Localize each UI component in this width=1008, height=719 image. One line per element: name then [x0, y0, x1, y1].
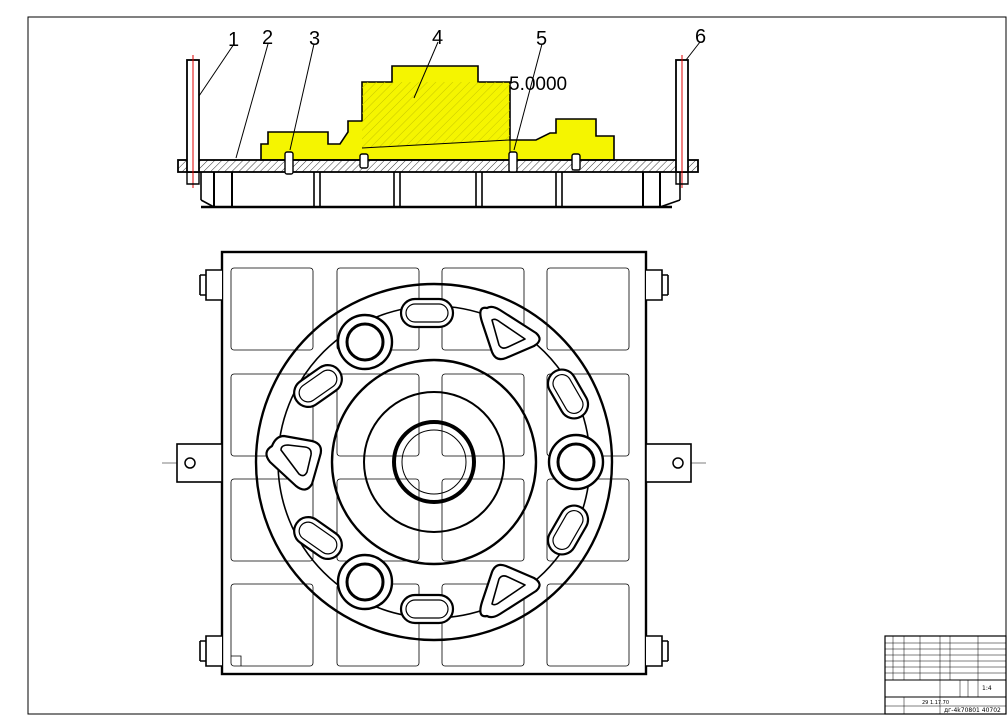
- date-value: 29 1.17.70: [922, 700, 949, 706]
- callout-3: 3: [309, 28, 320, 50]
- callout-6: 6: [695, 26, 706, 48]
- guide-posts: [186, 55, 689, 188]
- round-bosses: [336, 313, 605, 611]
- title-block: 1:4 29 1.17.70 дг-4k70801 40702: [884, 635, 1007, 715]
- section-view: 1 2 3 4 5 6 5.0000: [177, 26, 706, 209]
- base-plate: [177, 159, 699, 173]
- drawing-border: [27, 16, 1007, 715]
- dimension-label: 5.0000: [509, 74, 567, 95]
- callout-5: 5: [536, 28, 547, 50]
- callout-2: 2: [262, 27, 273, 49]
- ring-slots: [293, 297, 590, 625]
- scale-value: 1:4: [982, 685, 992, 692]
- base-frame: [200, 172, 681, 209]
- leader-lines: [198, 41, 701, 159]
- callout-1: 1: [228, 29, 239, 51]
- lug-hole-right: [672, 457, 684, 469]
- locating-pins: [284, 151, 581, 175]
- plan-view: [162, 250, 706, 676]
- callout-4: 4: [432, 27, 443, 49]
- casting-part: [260, 65, 615, 161]
- triangular-bosses: [265, 305, 541, 619]
- lug-hole-left: [184, 457, 196, 469]
- drawing-number: дг-4k70801 40702: [944, 707, 1001, 714]
